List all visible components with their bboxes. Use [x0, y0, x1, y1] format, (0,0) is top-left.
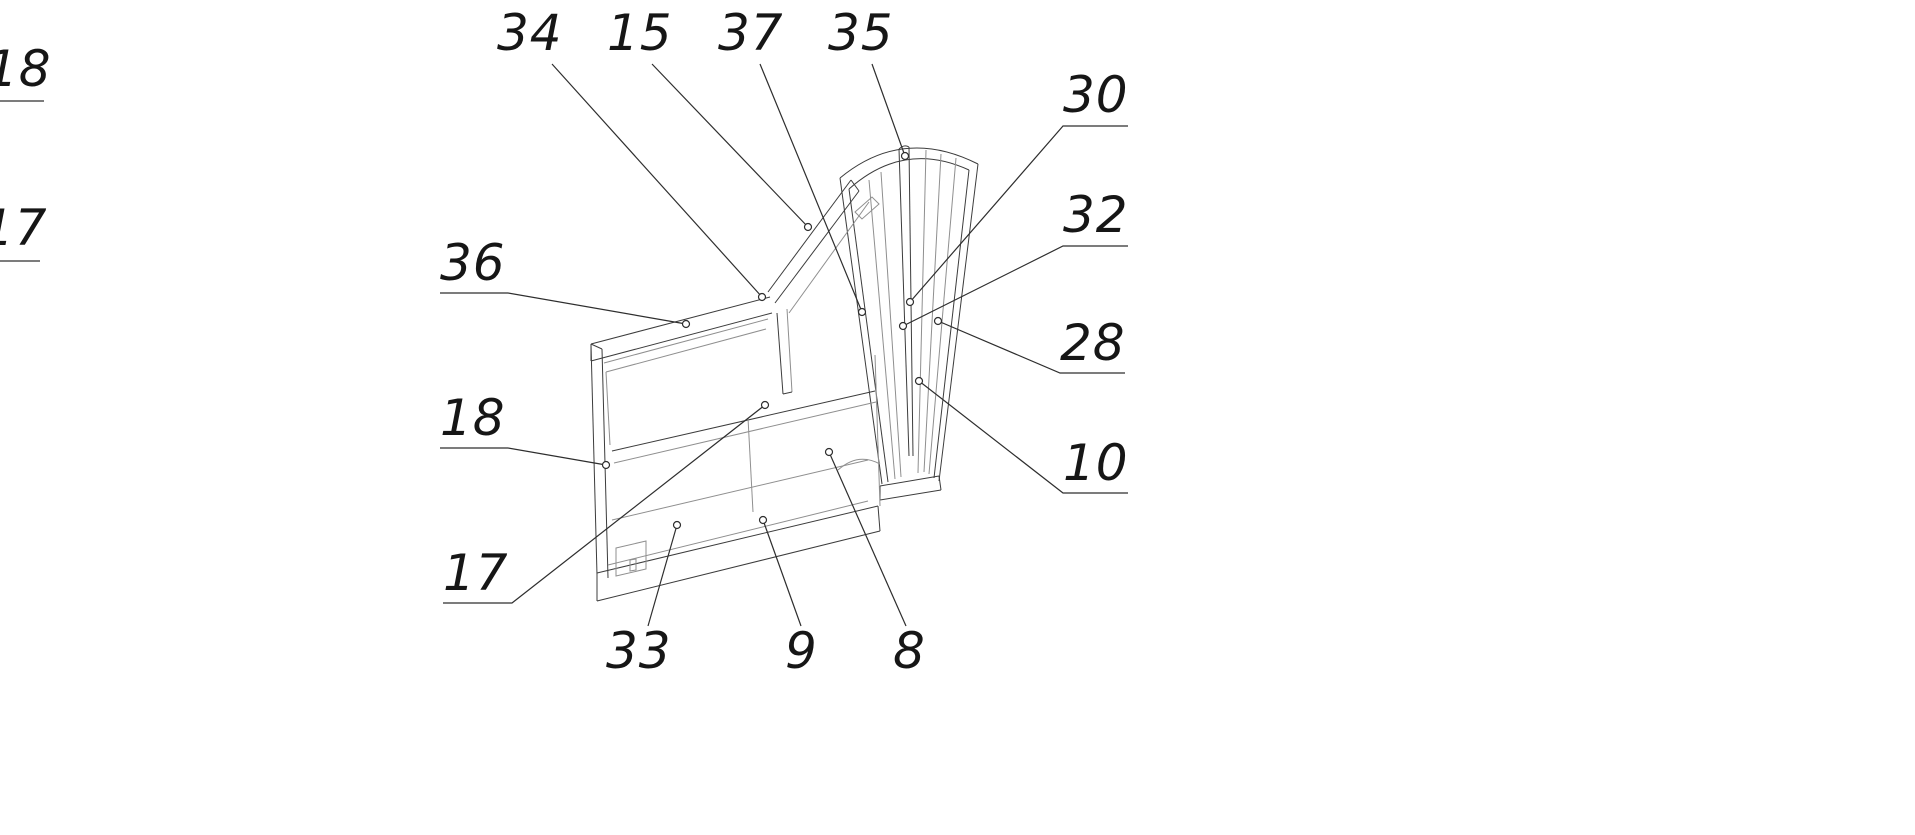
leader-28 [937, 320, 1125, 374]
part-label-37: 37 [718, 4, 784, 62]
side-panel-frame [590, 296, 881, 602]
part-label-18-edge: 18 [0, 40, 52, 98]
leader-10 [918, 380, 1128, 494]
part-label-30: 30 [1063, 66, 1129, 124]
leader-end-markers [601, 151, 943, 530]
leader-37 [759, 63, 863, 313]
part-label-17: 17 [443, 544, 509, 602]
part-label-35: 35 [828, 4, 894, 62]
part-label-32: 32 [1063, 186, 1129, 244]
part-label-9: 9 [785, 622, 818, 680]
leader-33 [647, 524, 678, 627]
pillar-column [837, 145, 979, 501]
leader-8 [828, 451, 907, 627]
leader-lines [0, 63, 1128, 627]
leader-32 [902, 245, 1128, 327]
part-label-17-edge: 17 [0, 199, 48, 257]
diagonal-brace [767, 179, 880, 314]
leader-17 [443, 404, 766, 604]
leader-34 [551, 63, 763, 298]
part-label-34: 34 [497, 4, 563, 62]
leader-9 [762, 519, 802, 627]
leader-30 [909, 125, 1128, 303]
part-label-18: 18 [440, 389, 506, 447]
part-label-8: 8 [893, 622, 926, 680]
part-label-10: 10 [1063, 434, 1129, 492]
leader-35 [871, 63, 906, 157]
part-label-28: 28 [1060, 314, 1126, 372]
leader-18 [440, 447, 607, 466]
leader-36 [440, 292, 687, 325]
part-label-15: 15 [607, 4, 673, 62]
part-label-36: 36 [440, 234, 506, 292]
part-label-33: 33 [606, 622, 672, 680]
leader-15 [651, 63, 809, 228]
